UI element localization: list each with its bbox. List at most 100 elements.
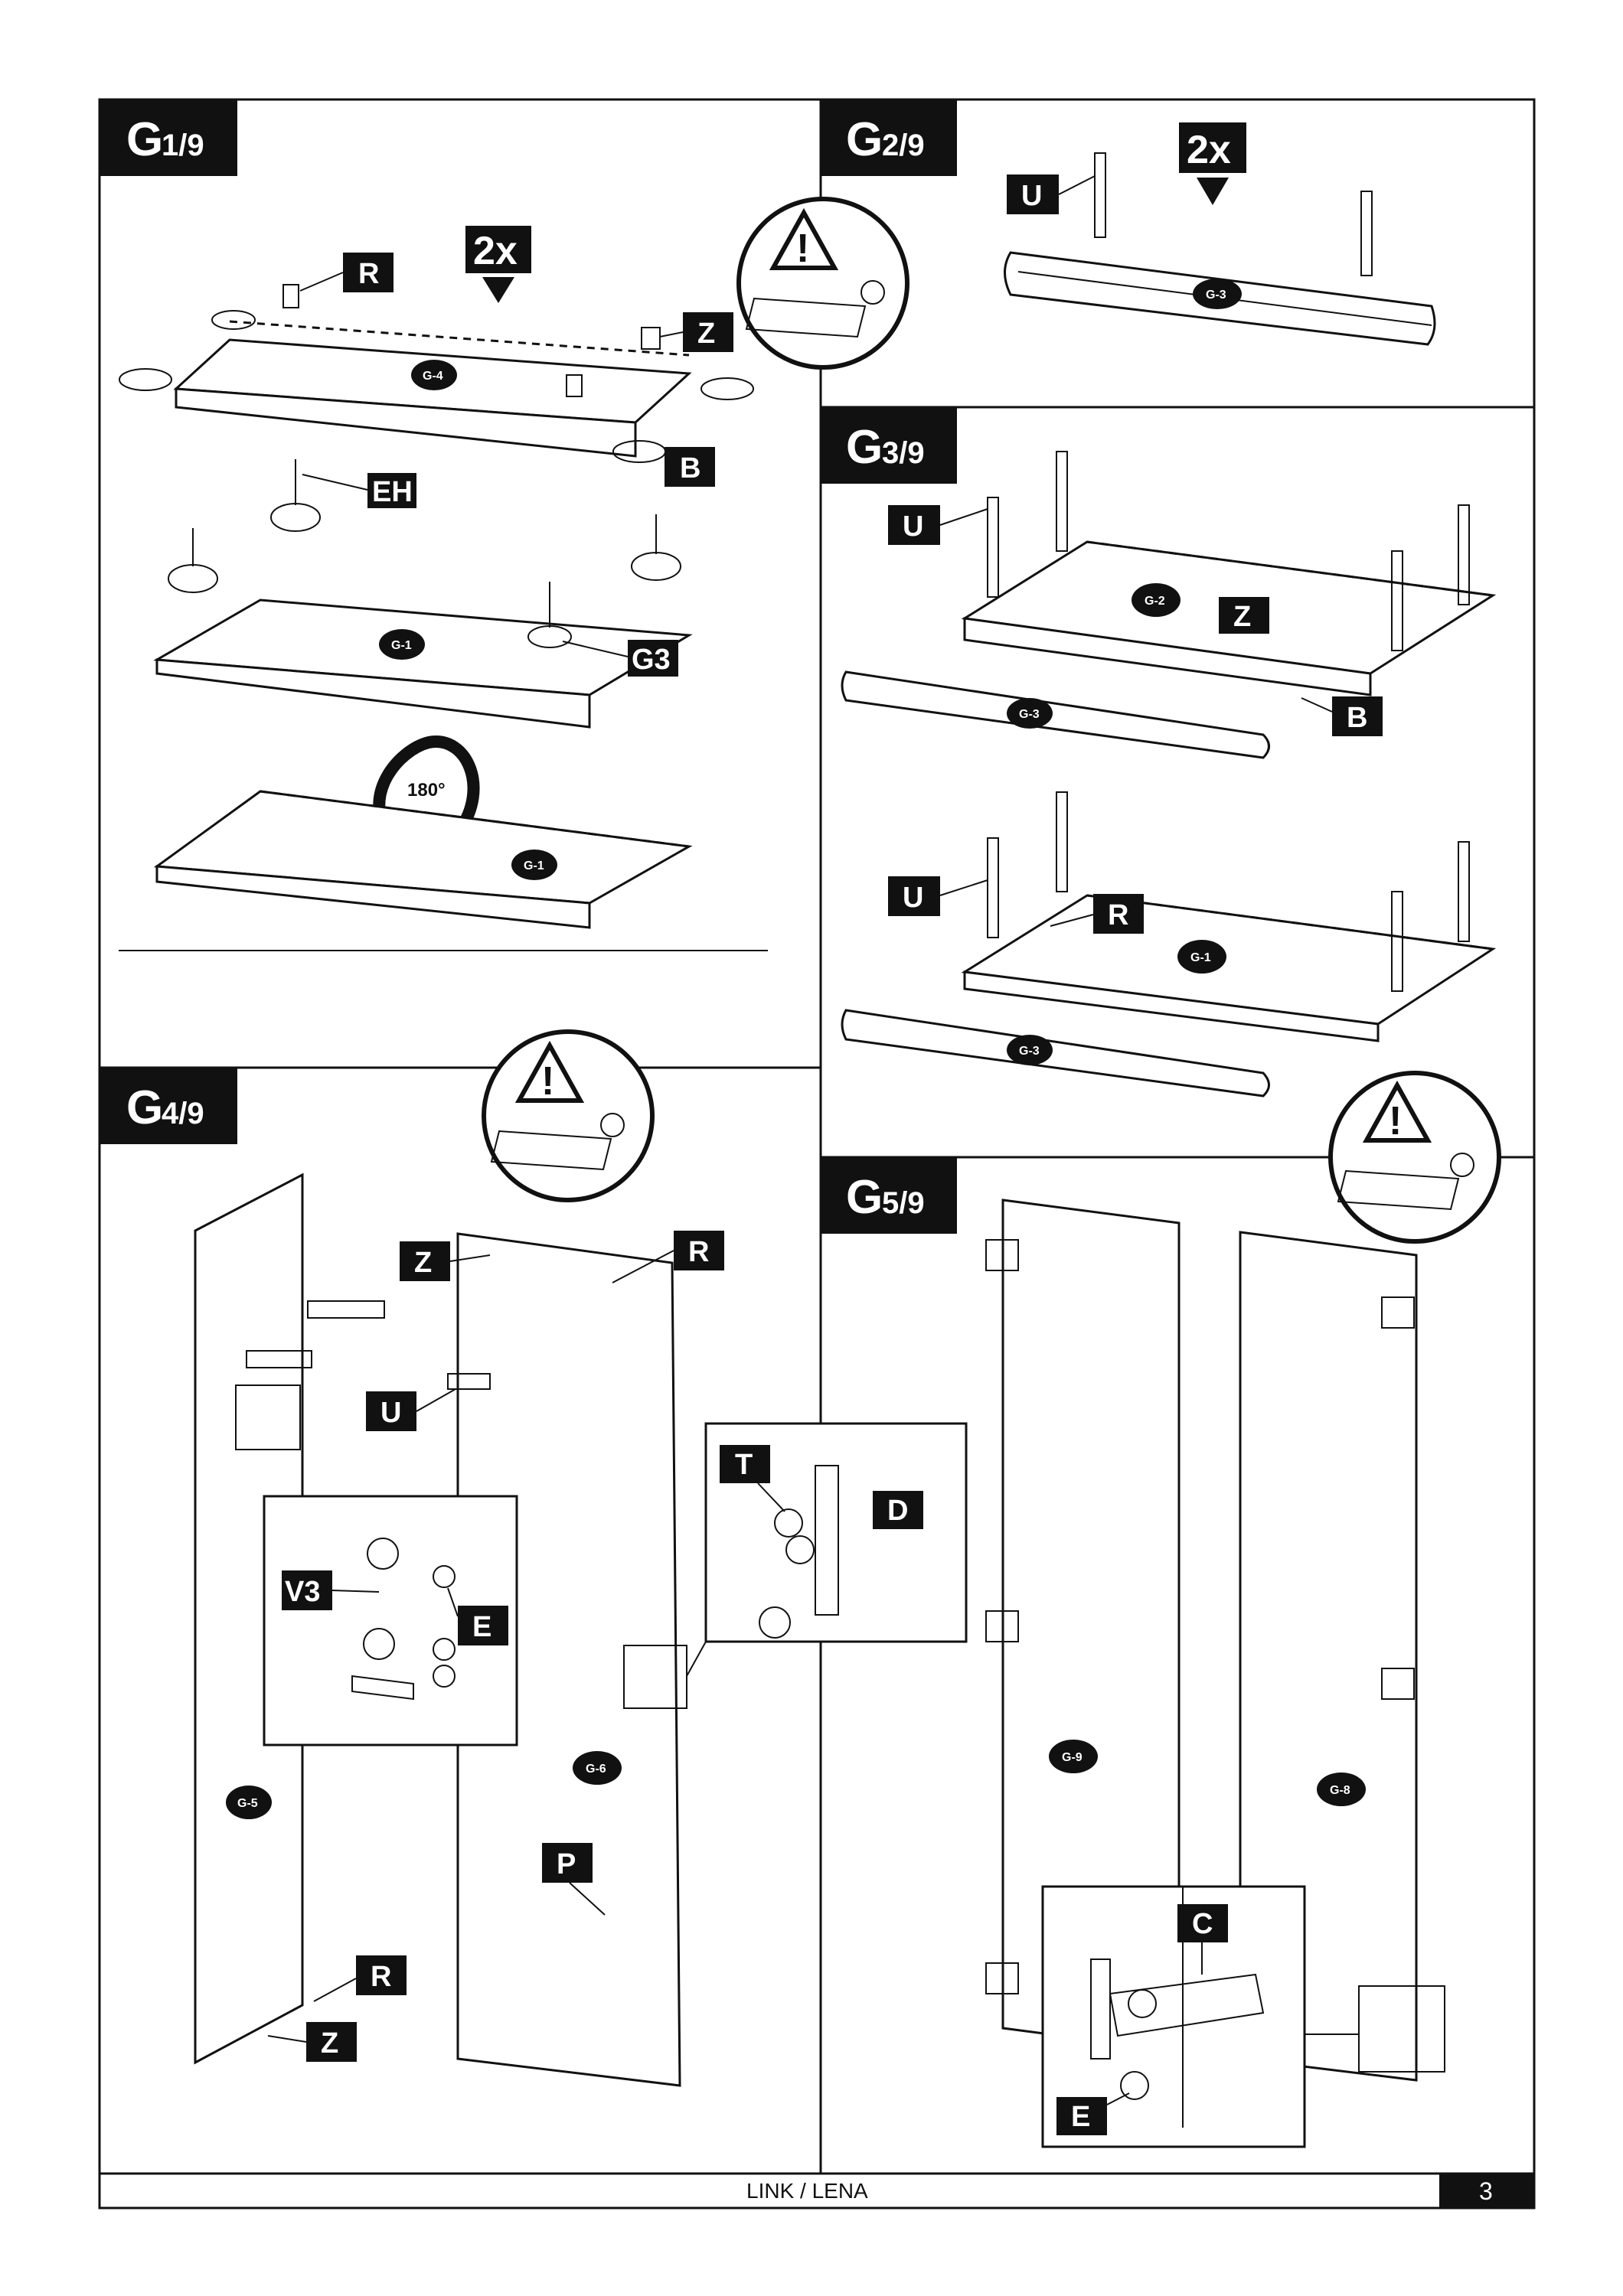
hardware-tag-d (873, 1491, 923, 1529)
dowel-screw-icon (1391, 891, 1403, 992)
smiley-icon (1450, 1153, 1474, 1177)
step-g4-prefix: G (126, 1081, 163, 1134)
hardware-label-e: E (1071, 2101, 1090, 2133)
screw-head-icon (433, 1638, 456, 1661)
dowel-screw-icon (987, 497, 999, 598)
page-number-box (1439, 2174, 1534, 2208)
dowel-screw-icon (1056, 791, 1068, 892)
hardware-label-z1: Z (414, 1247, 432, 1279)
leader-line (447, 1587, 459, 1617)
detail-box-v3 (263, 1495, 518, 1746)
dowel-icon (119, 368, 172, 391)
step-g2-fraction: 2/9 (882, 129, 925, 162)
hardware-tag-g3 (628, 640, 678, 677)
part-label-g9: G-9 (1062, 1751, 1083, 1764)
hardware-label-u: U (380, 1397, 401, 1429)
leader-line (416, 1388, 456, 1412)
part-label-g4: G-4 (423, 370, 443, 383)
step-g2: G 2/9 2x G-3 U (821, 99, 1436, 346)
part-badge-g1 (1177, 940, 1226, 974)
dowel-screw-icon (307, 1300, 385, 1319)
part-badge-g2 (1132, 583, 1181, 617)
rotation-label: 180° (407, 780, 446, 801)
board-g1-edge (963, 970, 1380, 1042)
rail-g3-b (841, 1009, 1270, 1097)
dowel-screw-icon (1056, 451, 1068, 552)
part-badge-g5 (226, 1786, 272, 1819)
step-g3: G 3/9 G-2 G-3 U Z B G-1 G-3 (821, 407, 1501, 1244)
hinge-icon (1381, 1296, 1415, 1329)
part-badge-g8 (1317, 1773, 1366, 1806)
leader-line (299, 272, 344, 292)
hardware-tag-b (665, 447, 715, 487)
hardware-tag-e (458, 1606, 508, 1645)
foot-icon (631, 552, 681, 581)
leader-line (267, 2035, 307, 2043)
part-badge-g3 (1007, 1035, 1053, 1065)
hardware-tag-z2 (306, 2022, 357, 2062)
leader-line (939, 508, 988, 526)
hardware-label-u1: U (903, 510, 923, 543)
hinge-icon (985, 1239, 1019, 1271)
part-badge-g9 (1049, 1740, 1098, 1773)
hardware-label-t: T (735, 1449, 753, 1481)
hardware-label-p: P (557, 1848, 576, 1880)
board-g1-flipped-edge (155, 865, 591, 929)
part-badge-g6 (573, 1751, 622, 1785)
cam-lock-icon (641, 327, 661, 350)
svg-text:!: ! (796, 227, 809, 271)
hardware-tag-r2 (356, 1955, 407, 1995)
step-g5-fraction: 5/9 (882, 1186, 925, 1220)
warning-triangle-icon (514, 1040, 585, 1103)
hardware-tag-u1 (888, 505, 940, 545)
board-g4-edge (175, 387, 637, 458)
hardware-label-z: Z (1233, 601, 1251, 633)
step-g1-header (100, 99, 237, 176)
hinge-icon (985, 1610, 1019, 1642)
part-badge-g3 (1193, 279, 1242, 309)
leader-line (612, 1250, 674, 1283)
step-g1-prefix: G (126, 113, 163, 166)
hardware-tag-e (1056, 2097, 1107, 2135)
hardware-label-b: B (680, 452, 700, 484)
part-label-g1b: G-1 (524, 859, 544, 872)
screw-head-icon (433, 1665, 456, 1688)
dowel-screw-icon (1458, 504, 1470, 605)
warning-circle: ! (736, 197, 909, 370)
board-g1-edge (155, 658, 591, 729)
leader-line (939, 879, 988, 896)
cam-bolt-icon (282, 284, 299, 308)
part-label-g3a: G-3 (1019, 708, 1040, 721)
part-badge-g1 (379, 629, 425, 660)
hardware-tag-c (1177, 1904, 1228, 1942)
leader-line (757, 1482, 785, 1512)
leader-line (686, 1641, 707, 1677)
hardware-label-eh: EH (372, 476, 413, 508)
page-number: 3 (1479, 2177, 1493, 2205)
leader-line (569, 1882, 606, 1916)
board-g2-edge (963, 617, 1372, 696)
hinge-arm-icon (1109, 1973, 1265, 2037)
leader-line (331, 1590, 380, 1593)
part-label-g2: G-2 (1145, 595, 1165, 608)
footer-title: LINK / LENA (746, 2179, 868, 2203)
leader-line (562, 641, 629, 657)
smiley-icon (860, 280, 885, 305)
screw-head-icon (759, 1606, 791, 1639)
arrow-down-icon (1197, 178, 1229, 205)
screw-head-icon (433, 1565, 456, 1588)
board-sketch-icon (490, 1130, 612, 1171)
dowel-screw-icon (1094, 152, 1106, 238)
hardware-tag-t (720, 1445, 770, 1483)
hardware-tag-p (542, 1843, 593, 1883)
quantity-label: 2x (473, 229, 518, 273)
warning-triangle-icon (769, 207, 839, 270)
part-badge-g3 (1007, 698, 1053, 729)
dowel-screw-icon (1458, 841, 1470, 942)
hardware-label-r2: R (371, 1961, 391, 1993)
dowel-icon (211, 310, 256, 330)
step-g3-header (821, 407, 957, 484)
step-g3-prefix: G (846, 421, 883, 474)
warning-circle: ! (1328, 1071, 1501, 1244)
